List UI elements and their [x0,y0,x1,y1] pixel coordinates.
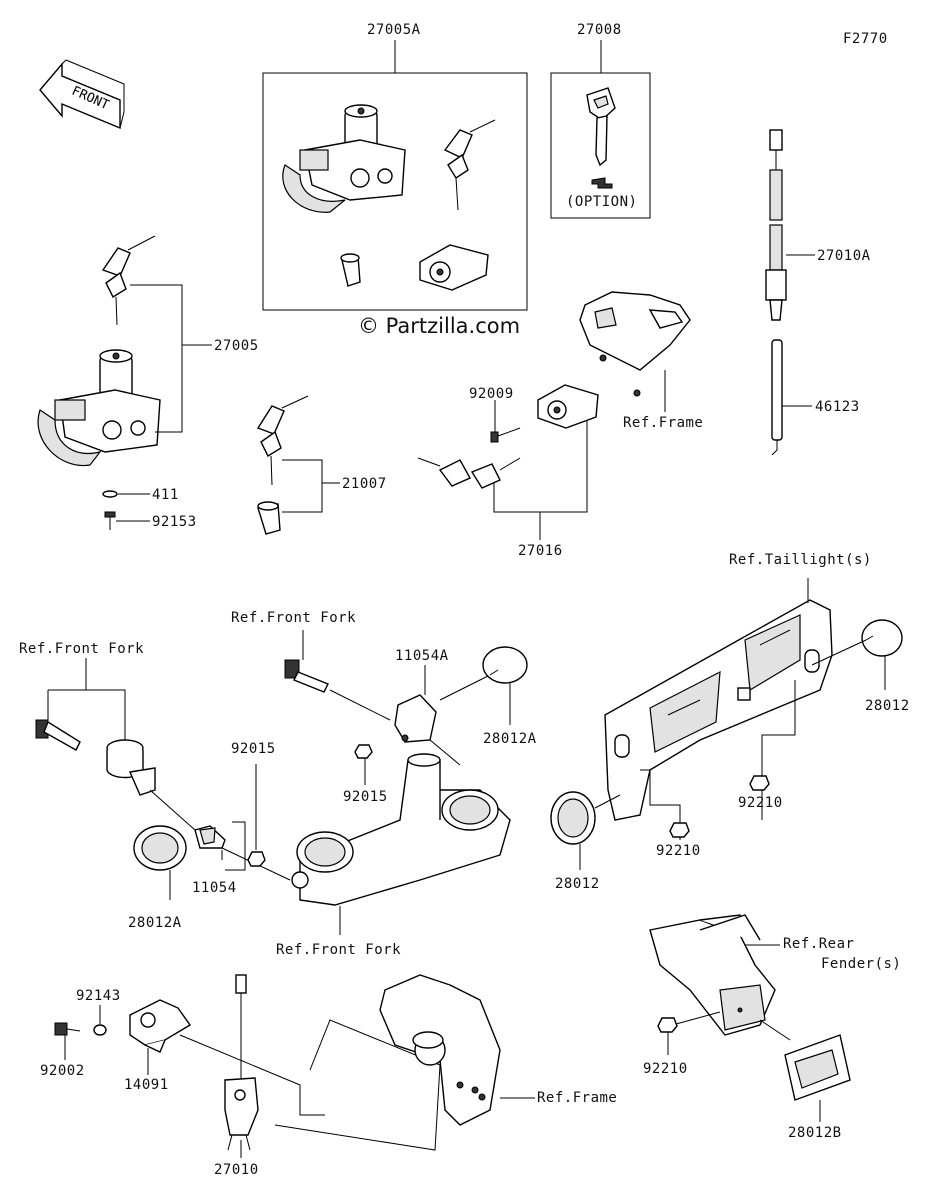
key-blank-icon [586,87,616,189]
label-21007: 21007 [342,476,387,492]
triple-clamp-front-fork [291,753,511,906]
frame-bracket-seat-lock [579,291,691,400]
label-28012-right: 28012 [865,698,910,714]
label-92009: 92009 [469,386,514,402]
diagram-id: F2770 [843,31,888,47]
label-27010: 27010 [214,1162,259,1178]
key-set-21007 [256,395,309,535]
label-14091: 14091 [124,1077,169,1093]
key-cylinder-cap-in-kit [340,253,361,287]
frame-section-bottom [379,974,501,1126]
label-27016: 27016 [518,543,563,559]
label-11054A: 11054A [395,648,449,664]
ignition-switch-assembly-in-kit [282,104,406,213]
label-92210-fender: 92210 [643,1061,688,1077]
bolt-front-fork-left [35,719,81,751]
nut-92015-left [247,851,266,867]
front-arrow-icon: FRONT [39,59,125,130]
nut-92210-fender [657,1017,678,1033]
label-27008: 27008 [577,22,622,38]
label-92210-center: 92210 [656,843,701,859]
ignition-switch-27005 [37,349,161,467]
label-46123: 46123 [815,399,860,415]
key-pair-in-kit [443,119,496,211]
bolt-92002 [54,1022,81,1036]
partzilla-watermark: © Partzilla.com [358,314,521,338]
label-ref-front-fork-left: Ref.Front Fork [19,641,145,657]
label-92210-right: 92210 [738,795,783,811]
key-pair-27005 [101,235,156,326]
key-pair-27016 [417,457,521,489]
label-ref-rear-fender-line2: Fender(s) [821,956,902,972]
bolt-front-fork-right [284,659,329,693]
label-ref-taillights: Ref.Taillight(s) [729,552,872,568]
reflector-28012B [784,1034,851,1101]
label-28012A-left: 28012A [128,915,182,931]
spring-46123 [771,339,783,456]
nut-92015-right [354,744,373,759]
taillight-bracket [604,599,833,821]
cover-14091 [129,999,192,1053]
bracket-rubber-left [106,739,156,796]
seat-lock-27016 [537,384,599,429]
sensor-27010 [224,974,259,1151]
label-92015-right: 92015 [343,789,388,805]
label-28012-left: 28012 [555,876,600,892]
washer-92143 [93,1024,107,1036]
label-ref-front-fork-top: Ref.Front Fork [231,610,357,626]
label-28012A-right: 28012A [483,731,537,747]
label-411: 411 [152,487,179,503]
label-ref-rear-fender-line1: Ref.Rear [783,936,855,952]
label-28012B: 28012B [788,1125,842,1141]
label-27005: 27005 [214,338,259,354]
label-92143: 92143 [76,988,121,1004]
reflector-28012A-left [133,825,187,871]
reflector-28012-right [861,619,903,657]
label-27005A: 27005A [367,22,421,38]
label-ref-front-fork-bottom: Ref.Front Fork [276,942,402,958]
label-27010A: 27010A [817,248,871,264]
nut-92210-center [669,822,690,838]
bracket-11054A [394,694,437,743]
label-92002: 92002 [40,1063,85,1079]
label-11054: 11054 [192,880,237,896]
seat-lock-in-kit [419,244,489,291]
bracket-11054 [194,825,226,849]
screw-92153 [104,511,116,530]
washer-411 [102,490,118,498]
reflector-28012A-right [482,646,528,684]
reflector-28012-left [550,791,596,845]
label-ref-frame-top: Ref.Frame [623,415,704,431]
nut-92210-right [749,775,770,791]
label-ref-frame-bottom: Ref.Frame [537,1090,618,1106]
rear-fender-bracket [649,914,776,1036]
label-92015-left: 92015 [231,741,276,757]
label-92153: 92153 [152,514,197,530]
sensor-27010A [765,129,787,321]
option-note: (OPTION) [566,194,638,210]
